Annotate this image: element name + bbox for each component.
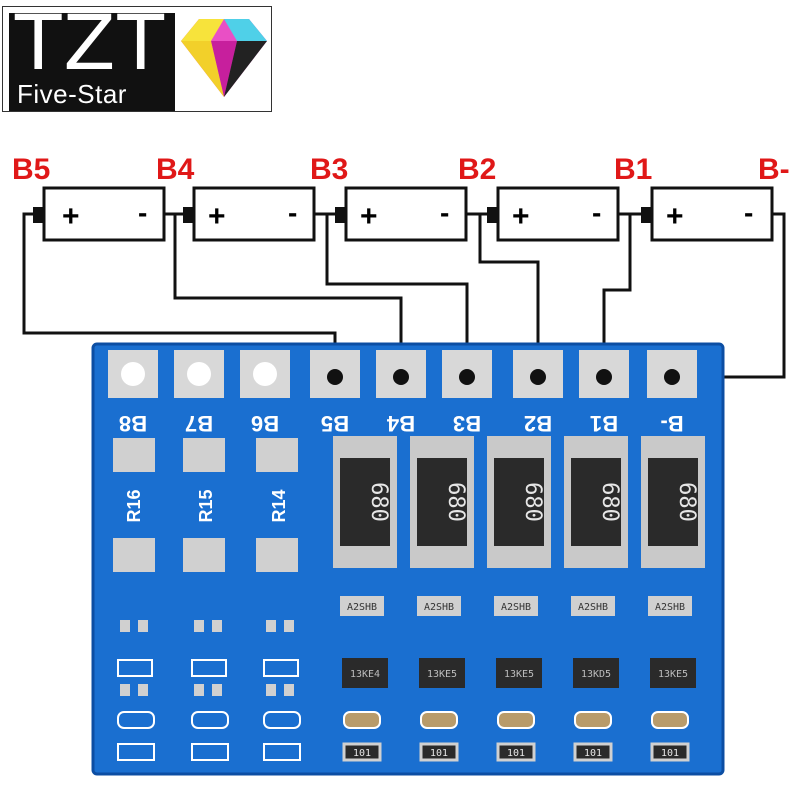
battery-cell-2: + - [183,186,316,242]
mosfet-row [340,596,692,616]
cell-plus-sign: + [62,200,80,233]
logo-black-box: TZT Five-Star [9,5,175,111]
cell-minus-sign: - [744,197,753,228]
pad-row [108,350,697,398]
pad-label-b6: B6 [251,411,279,436]
chip-mark: 13KE5 [427,669,457,680]
cell-plus-sign: + [512,200,530,233]
chip-mark: 13KE5 [658,669,688,680]
terminal-label-b3: B3 [310,153,349,186]
shunt-resistors [333,436,705,568]
empty-ic-footprints [120,620,294,696]
shunt-mark: 680 [674,482,699,522]
pad-label-b5: B5 [321,411,349,436]
pad-label-b1: B1 [590,411,618,436]
protection-chips [342,658,696,688]
shunt-mark: 680 [520,482,545,522]
terminal-label-b5: B5 [12,153,51,186]
chip-mark: 13KE5 [504,669,534,680]
diamond-icon [181,19,267,97]
pad-label-b4: B4 [386,411,415,436]
small-resistor-mark: 101 [507,748,525,759]
cell-plus-sign: + [208,200,226,233]
brand-logo: TZT Five-Star [2,5,272,112]
shunt-marks: 680 680 680 680 680 [366,482,699,522]
mosfet-marks: A2SHB A2SHB A2SHB A2SHB A2SHB [347,602,685,613]
resistor-label: R15 [196,489,216,522]
battery-cell-3: + - [335,186,468,242]
logo-tagline: Five-Star [17,79,127,109]
small-resistor-mark: 101 [661,748,679,759]
shunt-mark: 680 [597,482,622,522]
pad-label-b2: B2 [524,411,552,436]
pad-label-bminus: B- [660,411,683,436]
small-resistor-row [117,742,690,762]
chip-mark: 13KE4 [350,669,380,680]
silkscreen-outlines [117,659,299,677]
terminal-label-b4: B4 [156,153,195,186]
chip-mark: 13KD5 [581,669,611,680]
battery-cell-4: + - [487,186,620,242]
cell-plus-sign: + [360,200,378,233]
resistor-labels: R16 R15 R14 [124,489,289,522]
battery-cell-1: + - [33,186,166,242]
terminal-label-bminus: B- [758,153,790,186]
shunt-mark: 680 [366,482,391,522]
small-resistor-mark: 101 [353,748,371,759]
pad-labels: B8 B7 B6 B5 B4 B3 B2 B1 B- [119,411,684,436]
capacitor-row [117,711,689,729]
pad-label-b8: B8 [119,411,147,436]
shunt-mark: 680 [443,482,468,522]
cell-minus-sign: - [592,197,601,228]
pad-label-b7: B7 [185,411,213,436]
mosfet-mark: A2SHB [655,602,685,613]
bms-board: B8 B7 B6 B5 B4 B3 B2 B1 B- R16 R15 R14 [91,342,725,776]
small-resistor-marks: 101 101 101 101 101 [353,748,679,759]
terminal-label-b2: B2 [458,153,497,186]
battery-cell-5: + - [641,186,774,242]
terminal-label-b1: B1 [614,153,653,186]
chip-marks: 13KE4 13KE5 13KE5 13KD5 13KE5 [350,669,688,680]
small-resistor-mark: 101 [584,748,602,759]
resistor-label: R14 [269,489,289,522]
cell-minus-sign: - [440,197,449,228]
mosfet-mark: A2SHB [424,602,454,613]
logo-brand-text: TZT [15,0,166,87]
mosfet-mark: A2SHB [501,602,531,613]
cell-minus-sign: - [288,197,297,228]
small-resistor-mark: 101 [430,748,448,759]
cell-minus-sign: - [138,197,147,228]
empty-resistor-footprints [113,438,298,572]
mosfet-mark: A2SHB [578,602,608,613]
cell-plus-sign: + [666,200,684,233]
resistor-label: R16 [124,489,144,522]
mosfet-mark: A2SHB [347,602,377,613]
pad-label-b3: B3 [453,411,481,436]
